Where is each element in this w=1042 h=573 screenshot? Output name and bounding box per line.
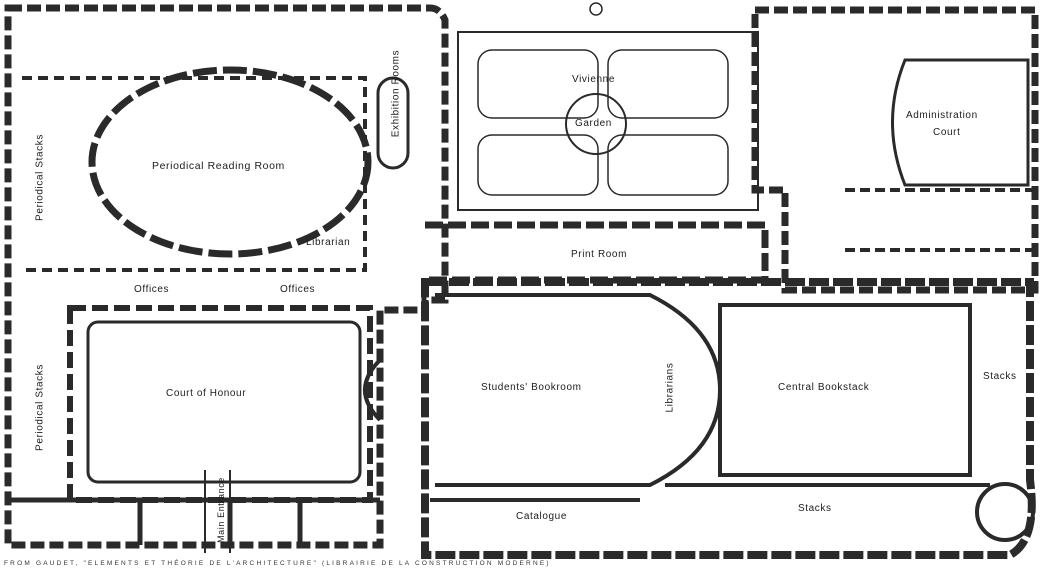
periodical-reading-room-oval	[88, 66, 372, 258]
main-entrance-passage	[204, 470, 231, 553]
label-garden: Garden	[575, 118, 612, 129]
label-periodical-stacks-bottom: Periodical Stacks	[34, 364, 46, 451]
garden-bed-2	[607, 49, 729, 119]
court-of-honour-outline	[86, 320, 362, 484]
label-stacks-right: Stacks	[983, 371, 1017, 382]
label-administration: Administration	[906, 110, 978, 121]
label-catalogue: Catalogue	[516, 511, 567, 522]
label-periodical-stacks-top: Periodical Stacks	[34, 134, 46, 221]
stacks-bottom-walls	[430, 483, 990, 502]
garden-bed-4	[607, 134, 729, 196]
label-vivienne: Vivienne	[572, 74, 615, 85]
garden-centre-circle	[565, 93, 627, 155]
garden-bed-3	[477, 134, 599, 196]
label-librarians: Librarians	[664, 362, 676, 413]
vestibule-arc	[363, 358, 382, 422]
label-court: Court	[933, 127, 961, 138]
exhibition-rooms-shape	[376, 76, 410, 170]
label-offices-left: Offices	[134, 284, 170, 295]
administration-court-arc	[891, 58, 1030, 187]
label-librarian: Librarian	[306, 237, 351, 248]
top-marker-circle	[589, 2, 603, 16]
west-block-outline	[4, 4, 449, 549]
label-main-entrance: Main Entrance	[216, 477, 226, 543]
source-caption: FROM GAUDET, "ELEMENTS ET THÉORIE DE L'A…	[4, 560, 551, 567]
label-students-bookroom: Students' Bookroom	[481, 382, 582, 393]
garden-bed-1	[477, 49, 599, 119]
label-periodical-reading-room: Periodical Reading Room	[152, 160, 285, 172]
east-block-outline	[751, 6, 1039, 294]
label-offices-right: Offices	[280, 284, 316, 295]
label-exhibition-rooms: Exhibition Rooms	[390, 49, 402, 138]
central-bookstack-outline	[718, 303, 972, 477]
south-rooms	[8, 497, 380, 545]
corner-stair-circle	[975, 482, 1035, 542]
label-stacks-bottom: Stacks	[798, 503, 832, 514]
label-court-of-honour: Court of Honour	[166, 388, 247, 399]
east-mid-walls	[845, 188, 1035, 252]
label-print-room: Print Room	[571, 249, 628, 260]
label-central-bookstack: Central Bookstack	[778, 382, 870, 393]
